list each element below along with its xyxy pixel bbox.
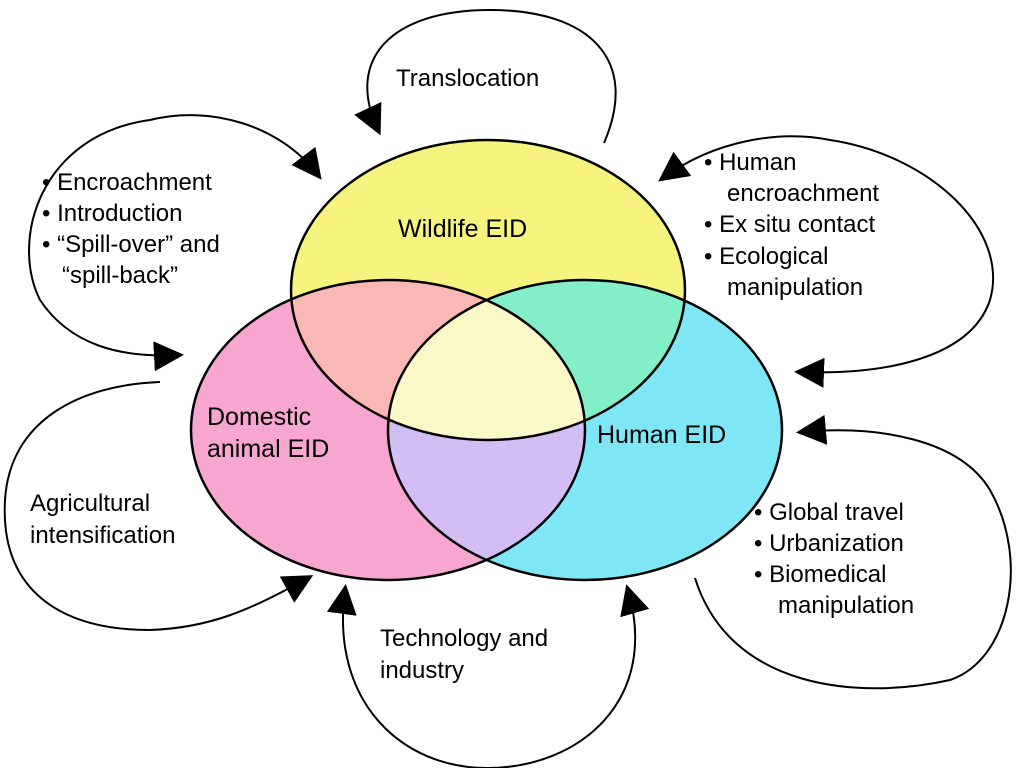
driver-line: Technology and bbox=[380, 625, 548, 652]
translocation-label: Translocation bbox=[396, 65, 539, 92]
agricultural-label: Agricultural intensification bbox=[30, 490, 175, 549]
human-arrow bbox=[694, 414, 1012, 690]
driver-line: • Urbanization bbox=[754, 530, 904, 557]
driver-line: • Ex situ contact bbox=[704, 211, 875, 238]
human-drivers: • Global travel • Urbanization • Biomedi… bbox=[754, 499, 914, 619]
driver-line: • Ecological bbox=[704, 243, 828, 270]
driver-line: Agricultural bbox=[30, 490, 150, 517]
driver-line: “spill-back” bbox=[62, 262, 178, 289]
driver-arrows bbox=[3, 8, 1012, 768]
driver-line: intensification bbox=[30, 522, 175, 549]
wildlife-human-drivers: • Human encroachment • Ex situ contact •… bbox=[704, 149, 886, 301]
agricultural-arrow bbox=[3, 381, 314, 632]
technology-arrow-right bbox=[486, 584, 650, 768]
all-three-overlap bbox=[388, 280, 585, 440]
translocation-arrow bbox=[354, 8, 617, 144]
wildlife-human-arrow-in bbox=[658, 135, 831, 182]
technology-arrow-left bbox=[326, 584, 488, 768]
driver-line: • Global travel bbox=[754, 499, 904, 526]
wildlife-human-arrow-out bbox=[794, 139, 995, 388]
wildlife-domestic-drivers: • Encroachment • Introduction • “Spill-o… bbox=[42, 169, 226, 289]
driver-line: • Introduction bbox=[42, 200, 182, 227]
wildlife-domestic-arrow-out bbox=[28, 119, 184, 372]
wildlife-eid-label: Wildlife EID bbox=[398, 215, 527, 243]
driver-line: industry bbox=[380, 657, 464, 684]
human-eid-label: Human EID bbox=[597, 421, 726, 449]
circle-outlines bbox=[189, 138, 784, 582]
driver-line: encroachment bbox=[727, 180, 879, 207]
domestic-label-line-2: animal EID bbox=[207, 435, 329, 463]
driver-line: • Biomedical bbox=[754, 561, 886, 588]
driver-line: manipulation bbox=[778, 592, 914, 619]
driver-line: • “Spill-over” and bbox=[42, 231, 220, 258]
domestic-label-line-1: Domestic bbox=[207, 403, 311, 431]
wildlife-domestic-arrow-in bbox=[149, 114, 322, 180]
domestic-animal-eid-label: Domestic animal EID bbox=[207, 403, 329, 463]
driver-line: • Encroachment bbox=[42, 169, 212, 196]
driver-line: • Human bbox=[704, 149, 796, 176]
technology-label: Technology and industry bbox=[380, 625, 555, 684]
driver-line: manipulation bbox=[727, 274, 863, 301]
